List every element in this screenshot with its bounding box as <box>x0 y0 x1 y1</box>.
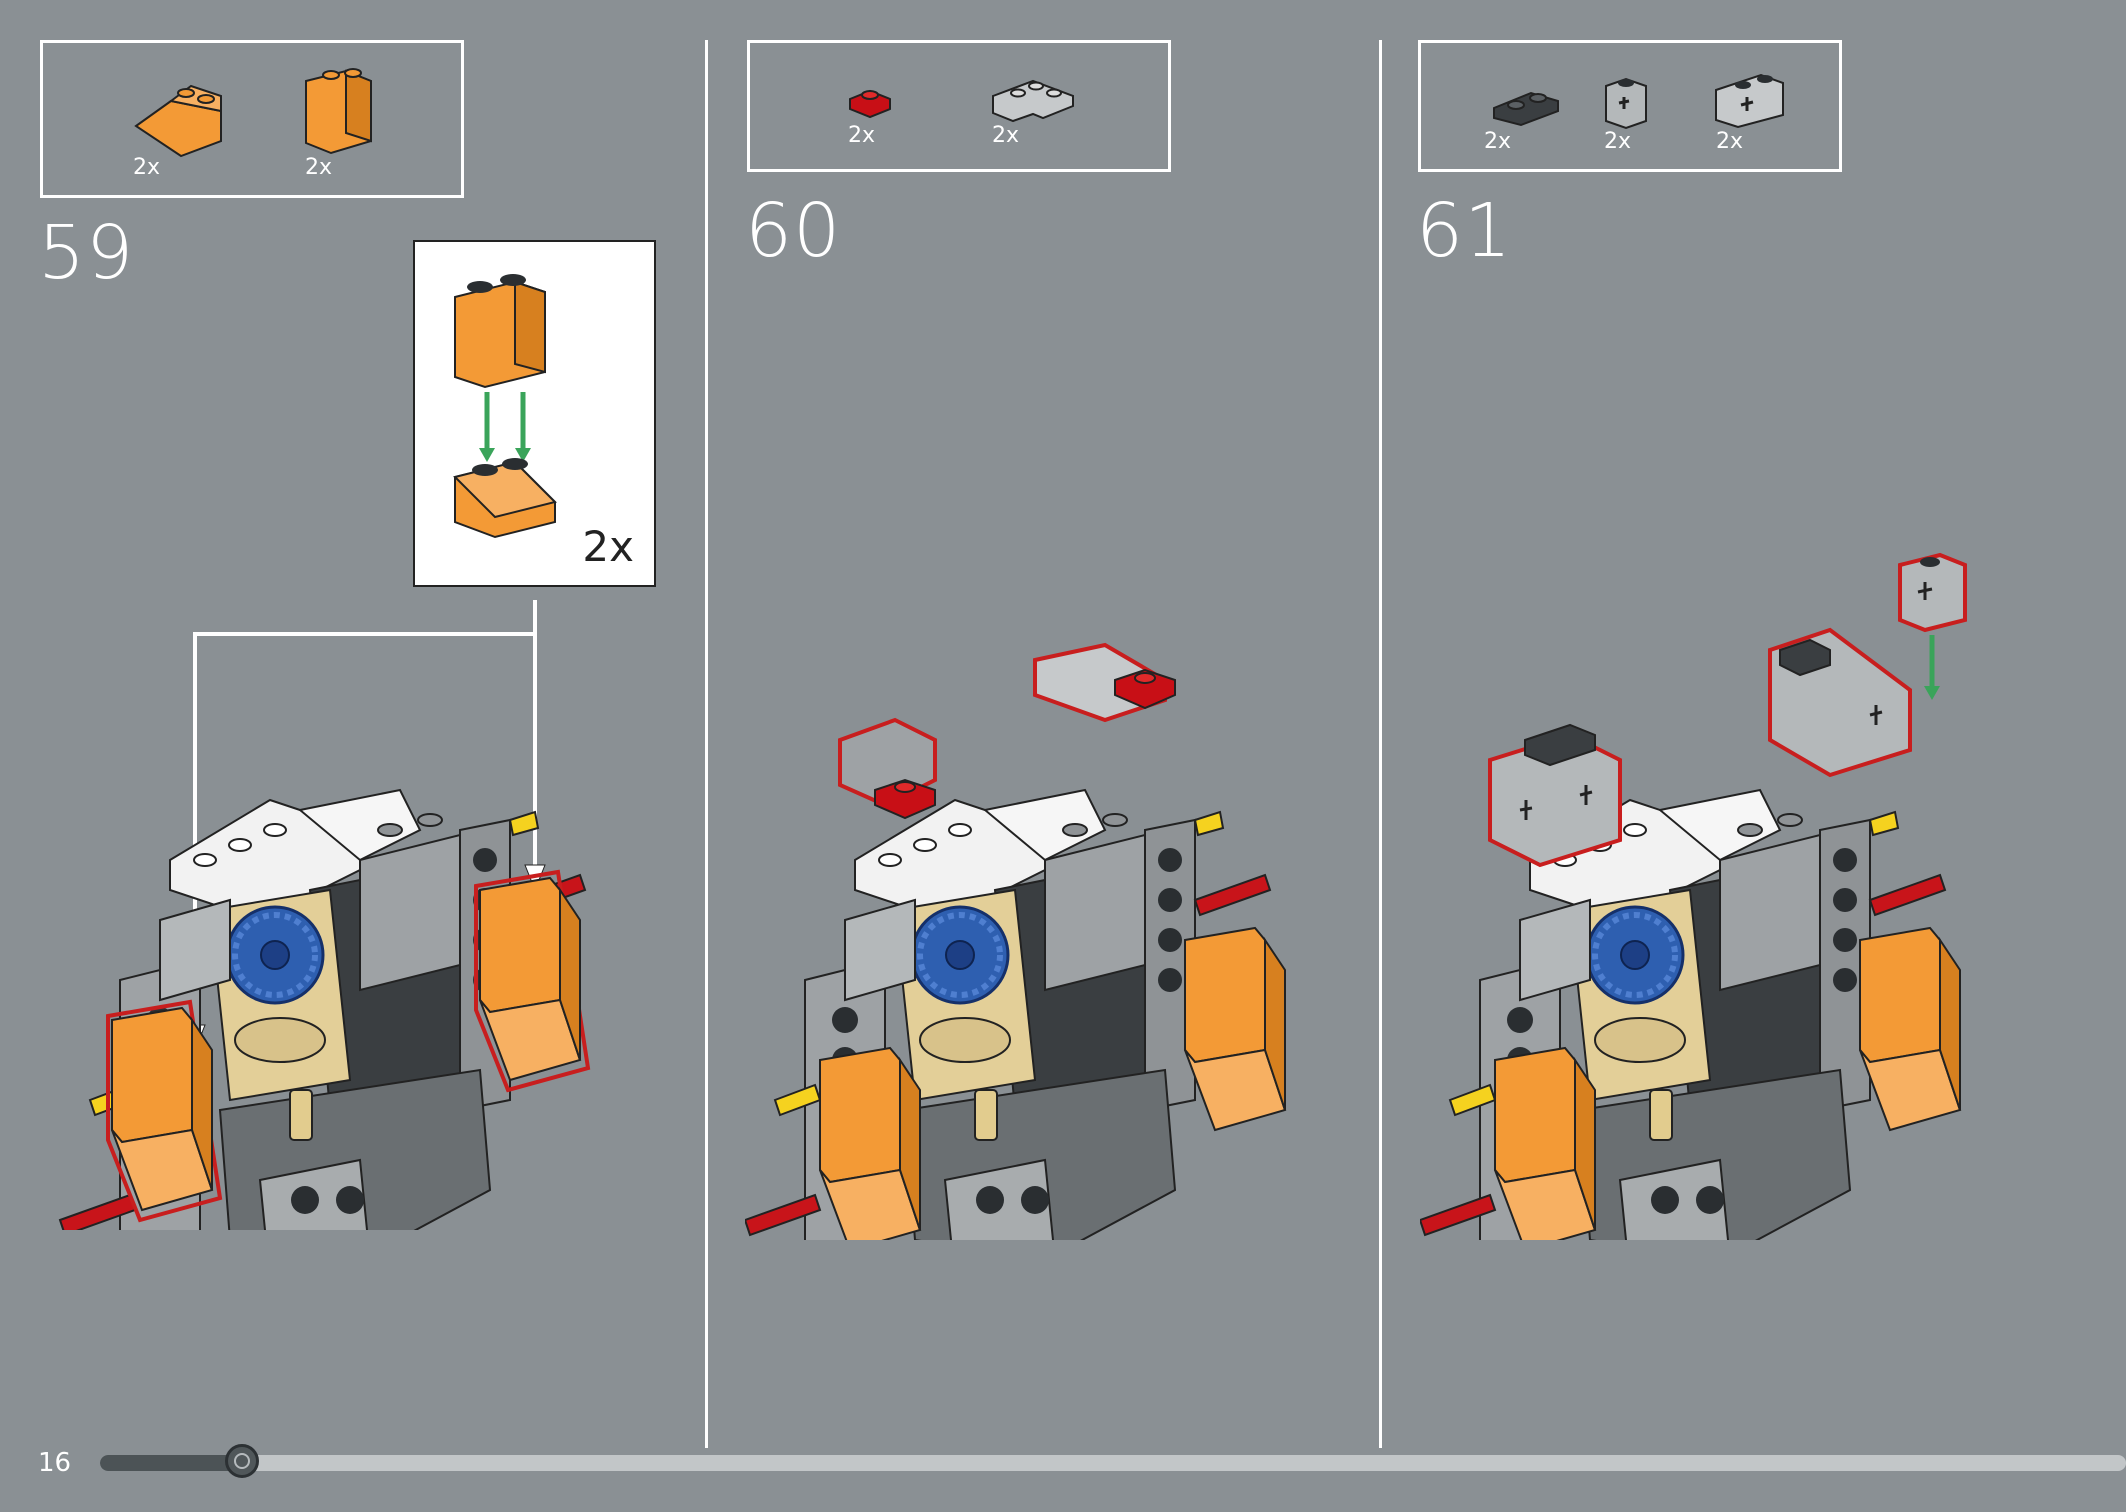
step-number-60: 60 <box>745 188 842 274</box>
red-plate-1x1-icon <box>849 89 891 119</box>
part-qty: 2x <box>133 155 161 180</box>
progress-handle[interactable] <box>225 1444 259 1478</box>
gray-corner-plate-icon <box>992 79 1074 123</box>
dark-gray-plate-1x2-rounded-icon <box>1493 91 1559 127</box>
parts-list-step-60: 2x 2x <box>747 40 1171 172</box>
model-illustration-step-59 <box>40 600 591 1230</box>
gray-technic-brick-1x1-icon <box>1605 77 1647 130</box>
part-qty: 2x <box>305 155 333 180</box>
model-illustration-step-60 <box>745 642 1286 1240</box>
column-divider-1 <box>705 40 708 1448</box>
parts-list-step-61: 2x 2x 2x <box>1418 40 1842 172</box>
parts-list-step-59: 2x 2x <box>40 40 464 198</box>
part-qty: 2x <box>992 123 1020 148</box>
step-number-59: 59 <box>38 210 135 296</box>
progress-fill <box>100 1455 242 1471</box>
sub-assembly-callout: 2x <box>413 240 656 587</box>
orange-brick-1x2x2-icon <box>305 68 372 155</box>
step-number-61: 61 <box>1416 188 1513 274</box>
orange-slope-2x2-icon <box>134 84 222 158</box>
model-illustration-step-61 <box>1420 552 1967 1240</box>
gray-technic-brick-1x2-icon <box>1715 73 1784 129</box>
column-divider-2 <box>1379 40 1382 1448</box>
callout-brick-onto-slope-illustration <box>453 274 557 539</box>
part-qty: 2x <box>1604 129 1632 154</box>
part-qty: 2x <box>848 123 876 148</box>
part-qty: 2x <box>1716 129 1744 154</box>
callout-qty: 2x <box>582 522 634 571</box>
page-number: 16 <box>38 1448 72 1478</box>
part-qty: 2x <box>1484 129 1512 154</box>
progress-bar[interactable] <box>100 1444 2126 1478</box>
